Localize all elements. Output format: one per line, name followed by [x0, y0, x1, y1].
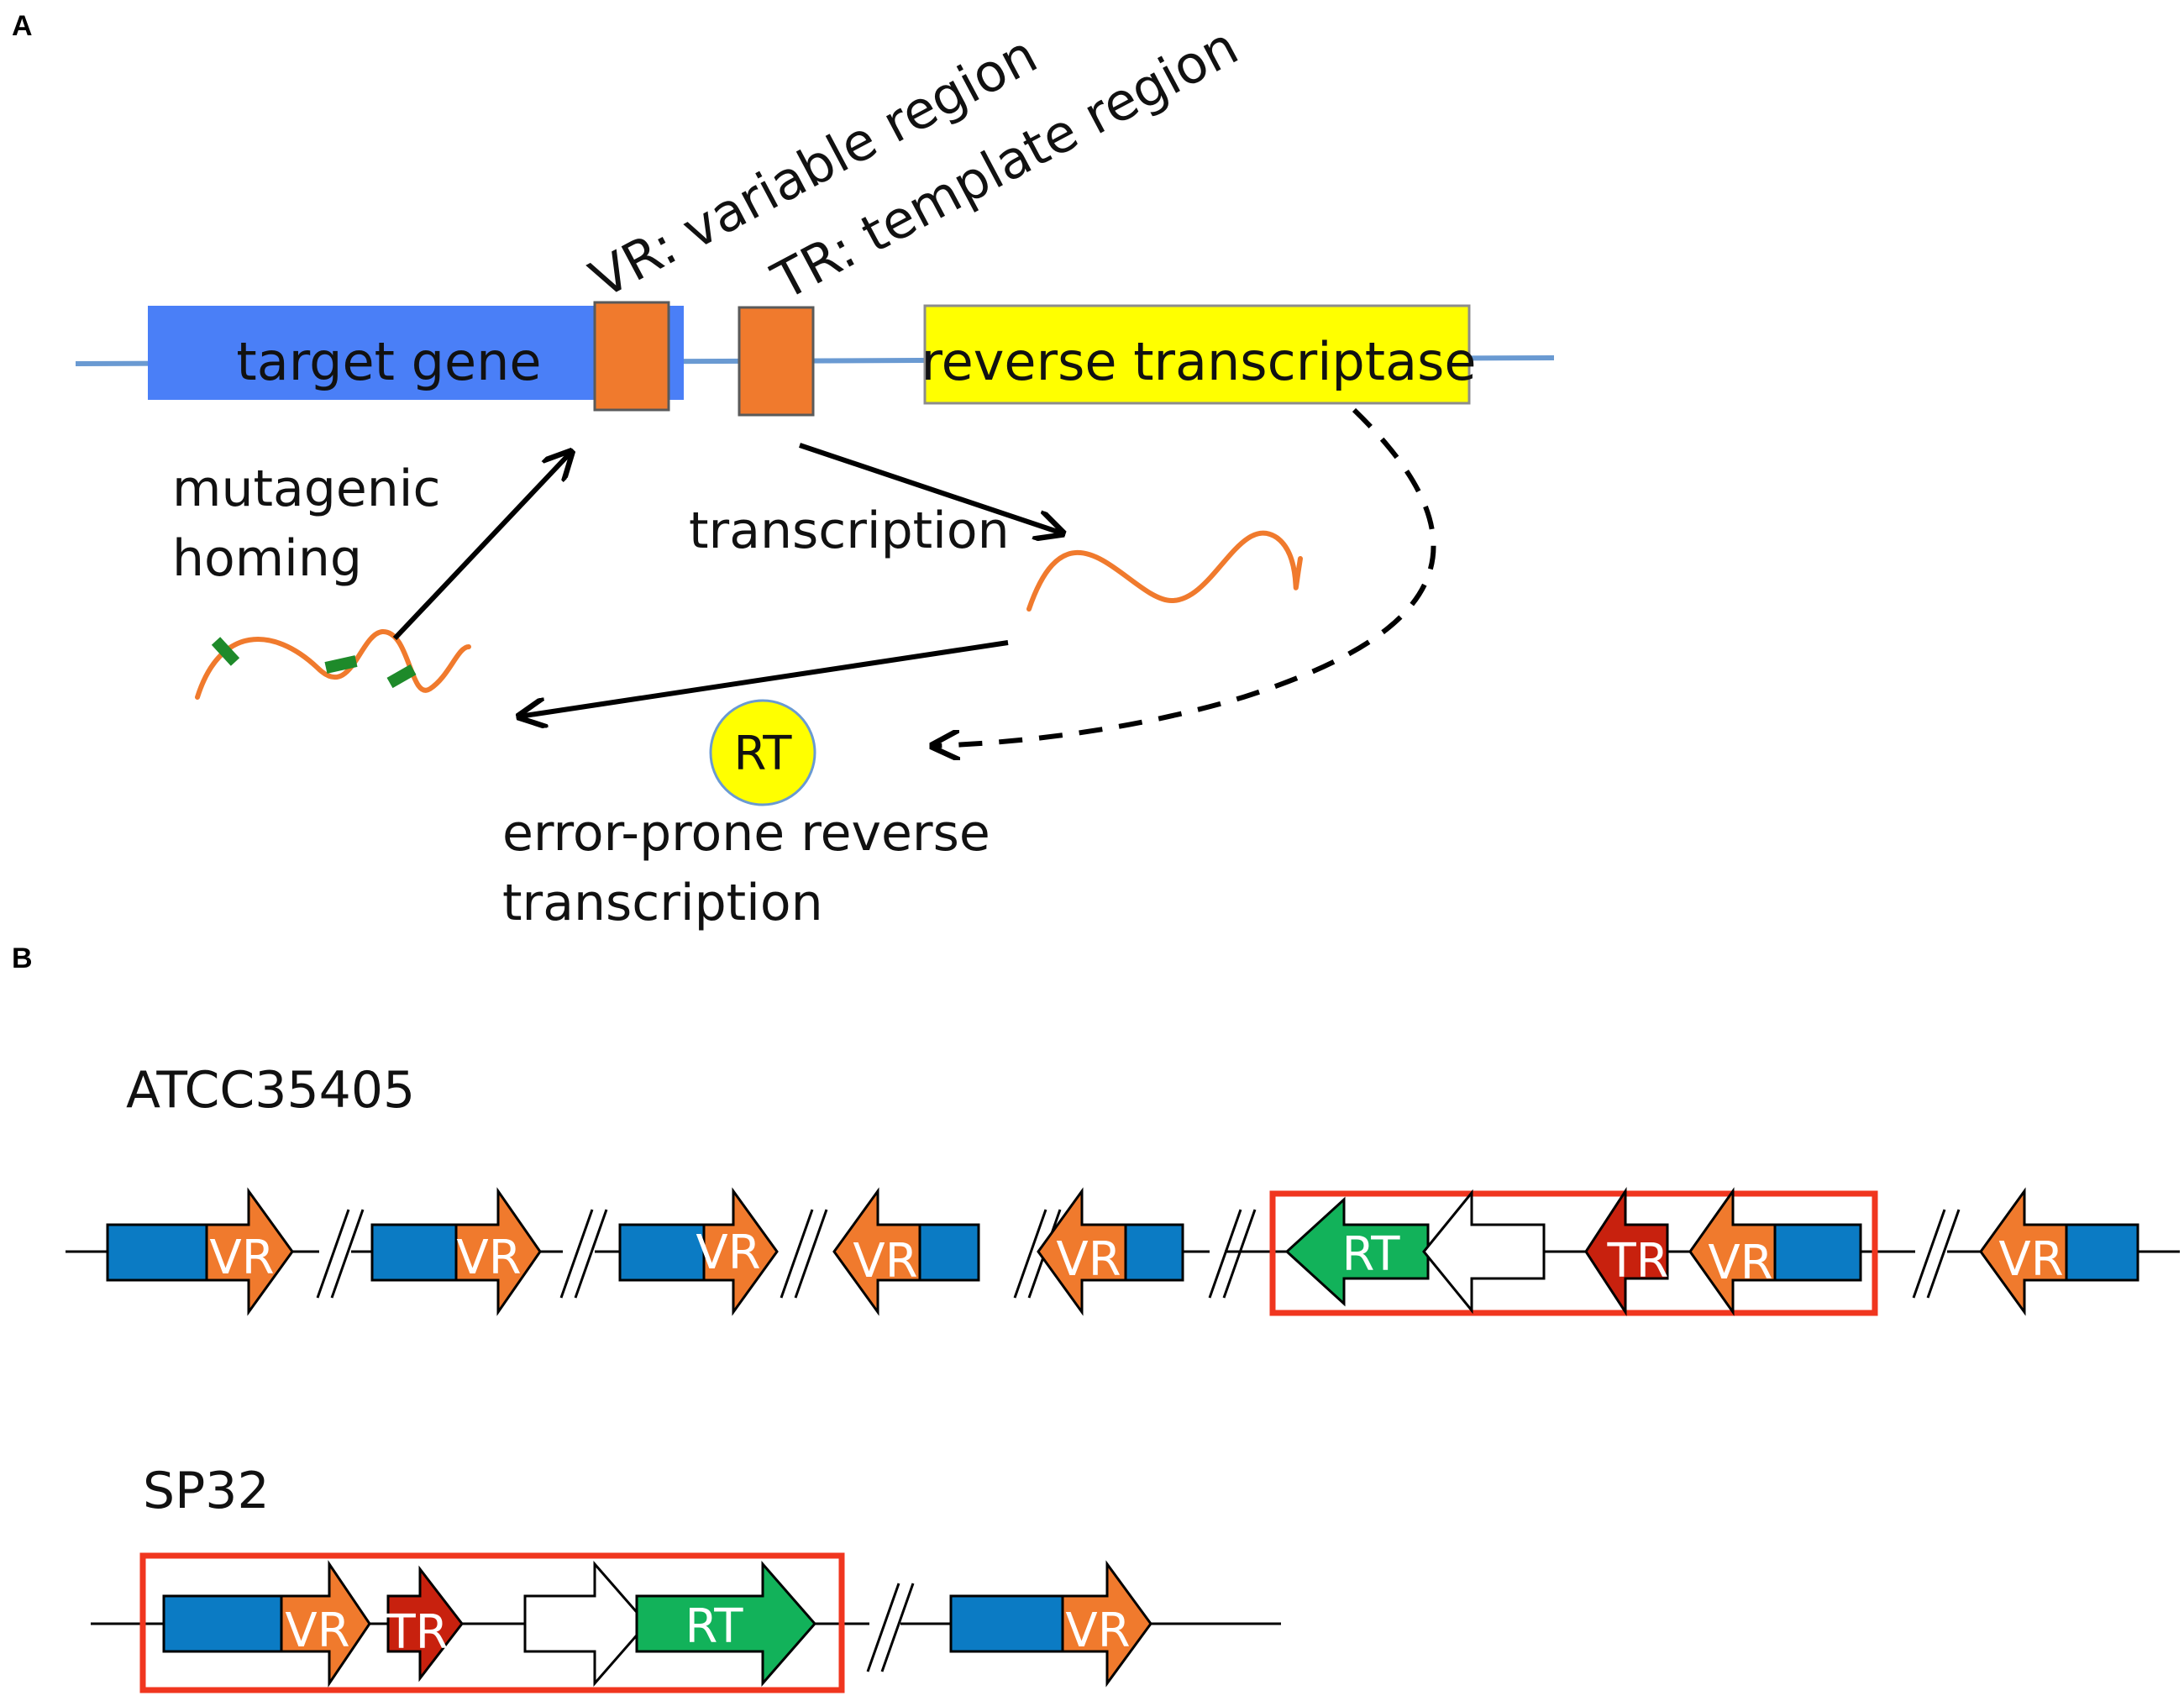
panel-a-letter: A: [12, 10, 33, 42]
vr-glyph: VR: [1065, 1604, 1130, 1658]
atcc-tr-element: TR: [1584, 1186, 1669, 1317]
atcc-break-marks: [316, 1209, 1961, 1299]
homing-arrow: [392, 452, 571, 641]
strain-sp32: SP32: [143, 1462, 270, 1520]
target-gene-label: target gene: [236, 331, 541, 392]
reverse-transcriptase-label: reverse transcriptase: [921, 331, 1476, 392]
atcc-gene-3: VR: [618, 1187, 779, 1316]
vr-glyph: VR: [209, 1231, 274, 1285]
atcc-target-gene: VR: [1688, 1187, 1862, 1316]
panel-b-letter: B: [12, 942, 33, 974]
atcc-gene-6: VR: [1979, 1187, 2139, 1316]
mutation-mark-2: [324, 655, 358, 674]
atcc-gene-5: VR: [1037, 1187, 1184, 1316]
atcc-gene-4: VR: [832, 1187, 980, 1316]
error-prone-label-line2: transcription: [502, 874, 823, 932]
rt-glyph: RT: [1341, 1227, 1400, 1282]
mutagenic-label: mutagenic: [172, 459, 440, 518]
atcc-accessory-gene: [1422, 1189, 1546, 1315]
transcription-arrow: [799, 443, 1063, 533]
transcription-label: transcription: [689, 501, 1010, 560]
sp32-target-gene: VR: [162, 1560, 371, 1688]
tr-glyph: TR: [1606, 1234, 1668, 1289]
vr-glyph: VR: [1708, 1236, 1772, 1290]
sp32-gene-2: VR: [949, 1560, 1152, 1688]
sp32-dgr-cassette-box: [139, 1552, 845, 1693]
rt-glyph: RT: [685, 1599, 743, 1654]
tr-box: [738, 306, 815, 417]
sp32-rt-gene: RT: [635, 1561, 816, 1687]
rt-enzyme-circle: [709, 699, 816, 806]
vr-glyph: VR: [456, 1231, 521, 1285]
strain-atcc35405: ATCC35405: [126, 1061, 415, 1120]
sp32-accessory-gene: [523, 1561, 648, 1687]
vr-glyph: VR: [696, 1226, 760, 1280]
translation-dashed-arrow: [932, 407, 1436, 746]
vr-glyph: VR: [1998, 1232, 2063, 1287]
rt-enzyme-label: RT: [733, 727, 792, 781]
mutation-mark-3: [386, 664, 417, 689]
mutation-mark-1: [211, 637, 240, 666]
homing-label: homing: [172, 529, 362, 588]
reverse-transcription-arrow: [519, 640, 1009, 717]
sp32-tr-element: TR: [386, 1565, 464, 1683]
vr-glyph: VR: [1056, 1232, 1121, 1287]
atcc-dgr-cassette-box: [1269, 1190, 1878, 1316]
vr-glyph: VR: [285, 1604, 349, 1658]
tr-glyph: TR: [386, 1605, 448, 1660]
sp32-break-marks: [866, 1583, 915, 1672]
atcc-gene-1: VR: [106, 1187, 294, 1316]
reverse-transcriptase-box: [923, 304, 1471, 405]
mutagenic-cdna-wave: [195, 628, 471, 700]
vr-box: [593, 301, 670, 412]
atcc-rt-gene: RT: [1284, 1196, 1430, 1307]
atcc-gene-2: VR: [370, 1187, 542, 1316]
error-prone-label-line1: error-prone reverse: [502, 804, 990, 863]
rna-transcript-wave: [1026, 530, 1303, 612]
vr-glyph: VR: [853, 1234, 917, 1289]
